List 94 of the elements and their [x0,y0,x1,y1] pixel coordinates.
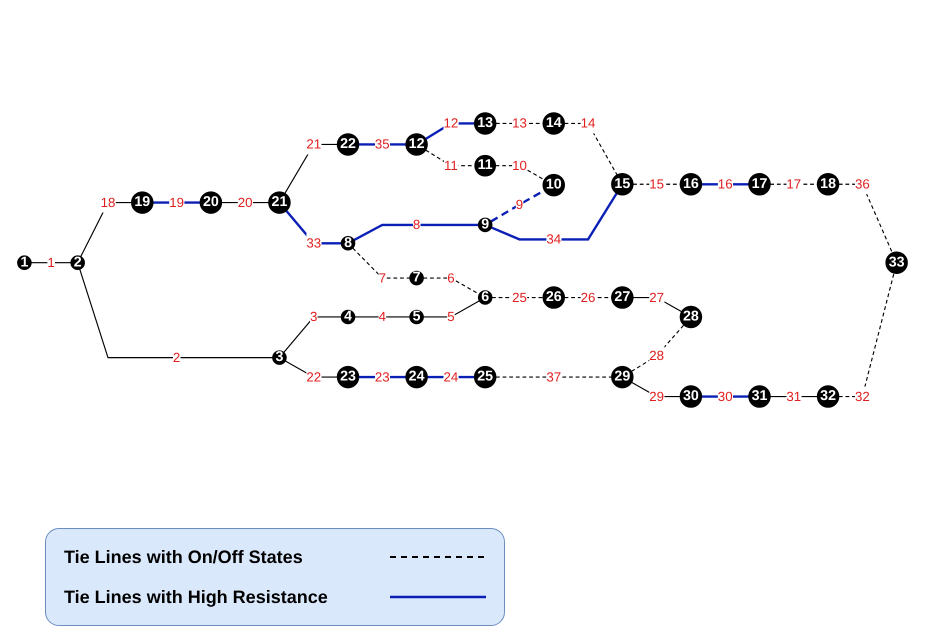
edge-label: 9 [516,196,524,212]
edge-label: 30 [718,388,733,404]
node-circle: 8 [340,236,356,251]
node-circle: 29 [611,366,634,388]
edge-label: 7 [378,270,386,286]
node-circle: 23 [336,366,360,388]
connector [491,192,618,241]
node-circle: 12 [405,133,428,156]
node-circle: 14 [542,112,565,135]
node-circle: 28 [680,306,702,328]
edge-label: 34 [546,231,562,246]
node-circle: 9 [478,218,492,232]
edge-label: 24 [444,369,458,384]
edge-label: 6 [447,270,455,286]
node-circle: 33 [885,251,908,274]
connector [702,183,749,186]
edge-label: 14 [580,115,596,131]
node-circle: 1 [17,255,32,270]
edge-label: 2 [172,350,180,365]
edge-label: 19 [169,194,184,210]
edge-label: 33 [306,235,322,250]
connector [222,202,269,204]
node-circle: 31 [748,385,771,408]
connector [284,144,338,194]
edge-label: 12 [444,115,458,131]
edge-label: 16 [718,176,733,192]
connector [496,165,545,180]
connector [285,360,338,378]
connector [631,324,684,372]
connector [283,316,342,353]
edge-label: 8 [412,216,420,232]
node-circle: 22 [336,133,360,156]
node-circle: 15 [611,173,634,196]
edge-label: 29 [649,388,664,404]
connector [838,184,893,254]
node-circle: 5 [409,310,424,324]
node-circle: 7 [409,270,424,286]
edge-label: 11 [444,158,458,173]
edge-label: 36 [854,176,870,192]
edge-label: 17 [786,176,802,192]
node-circle: 18 [816,173,840,196]
edge-label: 15 [649,176,664,192]
node-circle: 26 [542,286,565,309]
edge-label: 1 [47,254,55,270]
connector [492,296,543,298]
connector [79,269,273,358]
edge-label: 26 [580,289,596,305]
edge-label: 10 [512,158,527,173]
connector [633,296,682,312]
connector [352,248,410,279]
edge-label: 21 [306,136,322,152]
edge-label: 28 [649,348,664,363]
edge-label: 37 [546,369,562,384]
connector [423,300,480,318]
edge-label: 23 [374,369,390,384]
edge-label: 25 [512,289,527,305]
edge-label: 13 [512,115,527,131]
node-circle: 30 [680,385,702,408]
node-circle: 11 [474,154,496,177]
node-circle: 27 [611,286,634,309]
edge-label: 27 [649,289,664,305]
legend-text: Tie Lines with On/Off States [64,546,304,568]
connector [354,316,410,318]
node-circle: 21 [268,191,291,214]
node-circle: 19 [131,191,154,214]
legend-text: Tie Lines with High Resistance [64,586,329,608]
node-circle: 16 [680,173,702,196]
node-circle: 24 [405,366,428,388]
edge-label: 20 [238,194,253,210]
node-circle: 13 [474,112,496,135]
connector [496,376,612,378]
edge-label: 31 [786,388,802,404]
node-circle: 4 [340,310,356,324]
node-circle: 25 [474,366,496,388]
edge-label: 35 [374,136,390,152]
node-circle: 20 [200,191,222,214]
node-circle: 6 [478,290,492,305]
connector [838,273,895,398]
connector [31,262,71,264]
node-circle: 3 [272,350,287,365]
connector [564,122,618,176]
node-circle: 32 [816,385,840,408]
node-circle: 10 [542,174,565,196]
connector [353,224,478,242]
node-circle: 2 [70,255,85,270]
edge-label: 18 [100,194,116,210]
edge-label: 5 [447,308,455,324]
edge-label: 3 [310,308,318,324]
edge-label: 22 [306,369,322,384]
edge-label: 4 [378,308,386,324]
node-circle: 17 [748,173,771,196]
edge-label: 32 [854,388,870,404]
connector [80,202,132,257]
connector [285,210,342,244]
